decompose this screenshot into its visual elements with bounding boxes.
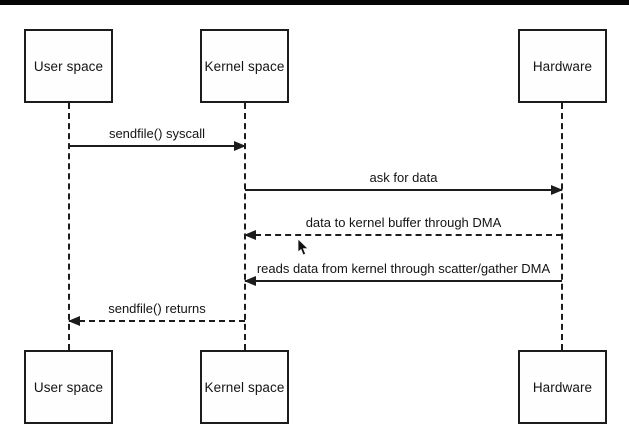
actor-box-kernel-space-top: Kernel space: [200, 29, 289, 103]
message-line: [69, 320, 245, 322]
message-line: [245, 280, 562, 282]
message-label: reads data from kernel through scatter/g…: [256, 261, 551, 276]
message-line: [245, 189, 562, 191]
lifeline-kernel-space: [244, 103, 246, 350]
actor-label: Kernel space: [204, 379, 285, 395]
actor-label: User space: [33, 58, 104, 74]
arrowhead-left-icon: [68, 316, 80, 326]
message-label: data to kernel buffer through DMA: [305, 215, 502, 230]
top-border-bar: [0, 0, 629, 5]
message-line: [69, 145, 245, 147]
actor-box-user-space-top: User space: [24, 29, 113, 103]
arrowhead-left-icon: [244, 230, 256, 240]
actor-label: User space: [33, 379, 104, 395]
mouse-cursor-icon: [297, 239, 309, 256]
actor-box-hardware-bottom: Hardware: [518, 350, 607, 424]
actor-box-hardware-top: Hardware: [518, 29, 607, 103]
actor-label: Hardware: [532, 379, 593, 395]
arrowhead-right-icon: [551, 185, 563, 195]
actor-label: Hardware: [532, 58, 593, 74]
message-label: sendfile() syscall: [108, 126, 206, 141]
message-label: sendfile() returns: [108, 301, 206, 316]
message-label: ask for data: [369, 170, 438, 185]
arrowhead-right-icon: [234, 141, 246, 151]
lifeline-user-space: [68, 103, 70, 350]
actor-box-kernel-space-bottom: Kernel space: [200, 350, 289, 424]
message-line: [245, 234, 562, 236]
lifeline-hardware: [561, 103, 563, 350]
actor-box-user-space-bottom: User space: [24, 350, 113, 424]
arrowhead-left-icon: [244, 276, 256, 286]
actor-label: Kernel space: [204, 58, 285, 74]
